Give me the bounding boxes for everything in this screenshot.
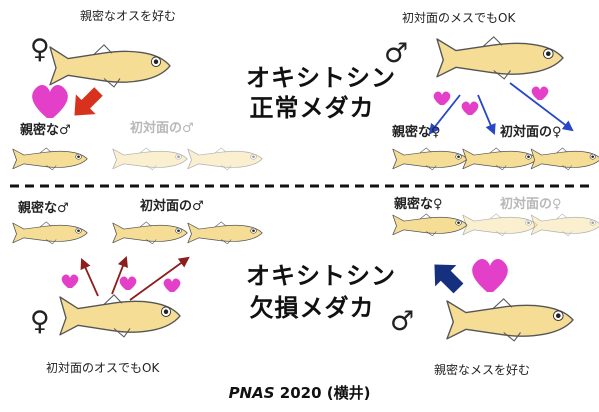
navy-arrow [434, 264, 464, 294]
male-preference-caption-bottom: 親密なメスを好む [434, 363, 531, 377]
fish-familiar-male-bottom [12, 221, 88, 245]
heart-icon-small [61, 274, 79, 288]
fish-familiar-female-top [392, 147, 468, 171]
fish-familiar-male-top [12, 147, 88, 171]
label-familiar-female-bottom: 親密な♀ [394, 197, 443, 212]
label-familiar-female-top: 親密な♀ [392, 125, 441, 140]
heart-icon-small [119, 276, 137, 290]
citation-journal: PNAS [228, 384, 275, 402]
heart-icon [32, 85, 68, 118]
male-symbol-bottom: ♂ [390, 306, 415, 337]
fish-female-normal [49, 44, 171, 88]
citation-year-author: 2020 (横井) [274, 384, 371, 402]
fish-stranger-female-bottom-1 [462, 213, 538, 237]
heart-icon-small [433, 91, 451, 105]
label-familiar-male-top: 親密な♂ [20, 123, 71, 138]
label-stranger-male-top: 初対面の♂ [130, 121, 194, 136]
heart-icon-small [461, 101, 479, 115]
darkred-arrows [80, 255, 190, 301]
title-normal-line2: 正常メダカ [249, 94, 375, 122]
fish-stranger-male-bottom-1 [112, 221, 188, 245]
title-deficient-line2: 欠損メダカ [249, 294, 375, 322]
title-deficient-line1: オキシトシン [246, 262, 396, 290]
fish-male-normal [436, 36, 564, 80]
male-preference-caption-top: 初対面のメスでもOK [402, 11, 516, 25]
fish-stranger-male-top-1 [112, 147, 188, 171]
male-symbol-top: ♂ [384, 38, 409, 69]
fish-female-deficient [59, 294, 181, 338]
citation: PNAS 2020 (横井) [0, 386, 599, 401]
fish-stranger-male-top-2 [187, 147, 263, 171]
label-familiar-male-bottom: 親密な♂ [18, 201, 69, 216]
red-arrow [74, 87, 103, 116]
label-stranger-female-top: 初対面の♀ [500, 125, 562, 140]
heart-icon-small [531, 86, 549, 100]
fish-stranger-male-bottom-2 [187, 221, 263, 245]
heart-icon [472, 259, 508, 292]
label-stranger-female-bottom: 初対面の♀ [500, 197, 562, 212]
heart-icon-small [163, 278, 181, 292]
fish-stranger-female-top-1 [462, 147, 538, 171]
female-symbol-bottom: ♀ [30, 306, 50, 337]
female-preference-caption-bottom: 初対面のオスでもOK [46, 361, 160, 375]
fish-male-deficient [446, 298, 574, 342]
fish-stranger-female-top-2 [530, 147, 599, 171]
fish-stranger-female-bottom-2 [530, 213, 599, 237]
title-normal-line1: オキシトシン [246, 64, 396, 92]
blue-arrows [428, 82, 574, 135]
female-symbol-top: ♀ [30, 34, 50, 65]
fish-familiar-female-bottom [392, 213, 468, 237]
label-stranger-male-bottom: 初対面の♂ [140, 199, 204, 214]
female-preference-caption-top: 親密なオスを好む [80, 9, 177, 23]
